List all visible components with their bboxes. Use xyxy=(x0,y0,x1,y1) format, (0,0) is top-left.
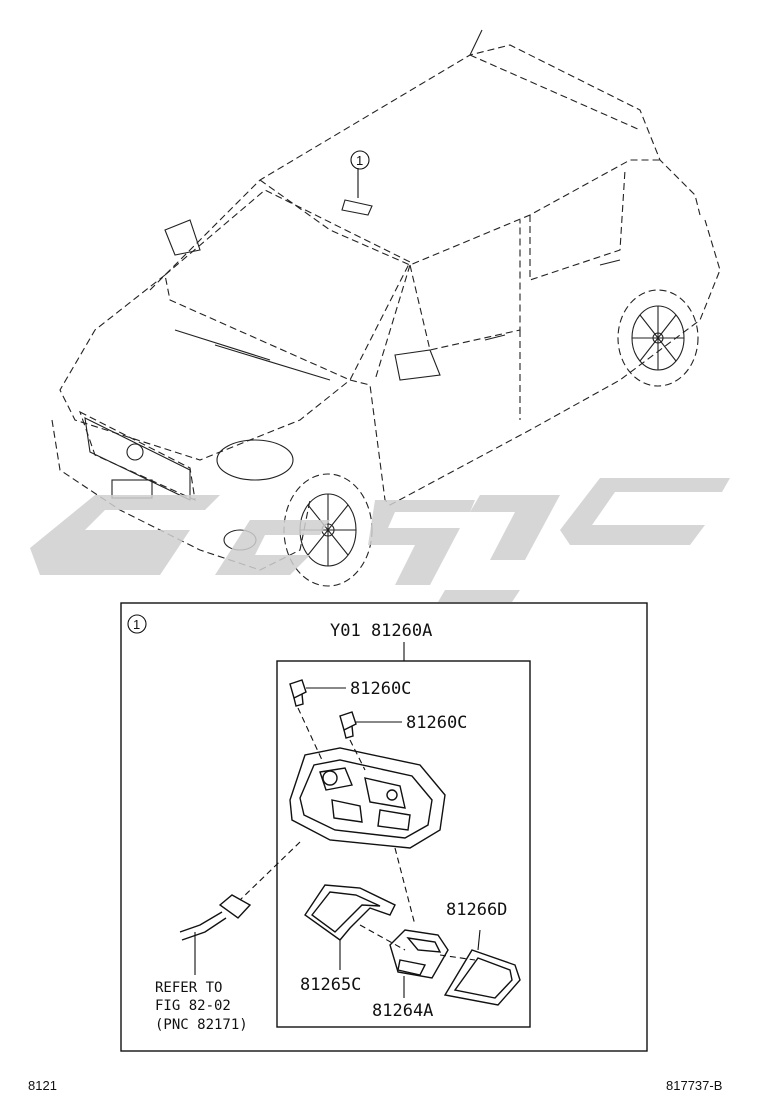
cover-81265c xyxy=(304,884,396,970)
frame-81266d xyxy=(443,929,521,1006)
part-label-81260c-2: 81260C xyxy=(406,713,467,733)
connector-guide xyxy=(239,841,301,901)
lamp-housing xyxy=(289,747,446,849)
part-label-81266d: 81266D xyxy=(446,900,507,920)
reference-note-line-2: FIG 82-02 xyxy=(155,998,231,1014)
part-label-81264a: 81264A xyxy=(372,1001,433,1021)
lens-81264a xyxy=(389,929,449,998)
cover-guide xyxy=(359,924,406,951)
wire-connector xyxy=(179,894,252,975)
watermark-logo xyxy=(30,478,730,602)
bulb-81260c-1 xyxy=(289,679,346,761)
reference-note-line-3: (PNC 82171) xyxy=(155,1017,248,1033)
frame-guide xyxy=(439,954,476,961)
callout-top-number: 1 xyxy=(356,153,363,168)
vehicle-illustration: 1 xyxy=(51,29,721,587)
bulb-81260c-2 xyxy=(339,711,402,771)
footer-left-code: 8121 xyxy=(28,1078,57,1093)
part-label-81260c-1: 81260C xyxy=(350,679,411,699)
assembly-part-label: Y01 81260A xyxy=(330,621,432,641)
part-label-81265c: 81265C xyxy=(300,975,361,995)
reference-note-line-1: REFER TO xyxy=(155,980,222,996)
callout-box-number: 1 xyxy=(133,617,140,632)
footer-right-code: 817737-B xyxy=(666,1078,722,1093)
lens-guide xyxy=(394,847,416,926)
